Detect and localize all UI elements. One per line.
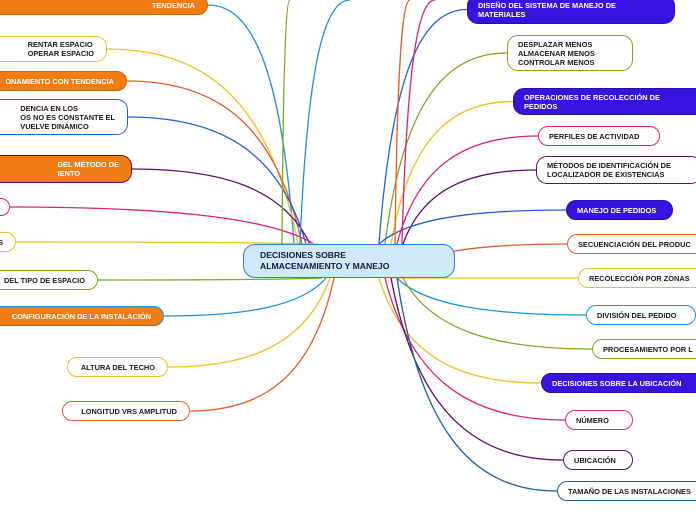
topic-node-altura-del-techo[interactable]: ALTURA DEL TECHO	[67, 357, 168, 377]
connector-top-0	[281, 0, 291, 245]
connector-right-9	[402, 277, 593, 350]
connector-left-6	[15, 241, 319, 245]
connector-left-7	[97, 277, 323, 281]
topic-node-dencia-en-los-os-no-es-constante-el-vuel[interactable]: DENCIA EN LOS OS NO ES CONSTANTE EL VUEL…	[0, 99, 128, 135]
connector-right-1	[384, 52, 508, 245]
topic-node-division-del-pedido[interactable]: DIVISIÓN DEL PEDIDO	[586, 305, 696, 325]
topic-node-ubicacion[interactable]: UBICACIÓN	[563, 450, 633, 470]
topic-node-diseno-del-sistema-de-manejo-de-material[interactable]: DISEÑO DEL SISTEMA DE MANEJO DE MATERIAL…	[467, 0, 675, 24]
topic-label: CONFIGURACIÓN DE LA INSTALACIÓN	[11, 311, 151, 321]
topic-label: DEL MÉTODO DE IENTO	[57, 160, 119, 178]
connector-left-9	[167, 277, 331, 368]
connector-right-4	[402, 169, 537, 245]
topic-label: ALTURA DEL TECHO	[80, 362, 155, 372]
topic-node-metodos-de-identificacion-de-localizador[interactable]: MÉTODOS DE IDENTIFICACIÓN DE LOCALIZADOR…	[536, 156, 696, 184]
topic-node-secuenciacion-del-produc[interactable]: SECUENCIACIÓN DEL PRODUC	[567, 234, 696, 254]
topic-node-operaciones-de-recoleccion-de-pedidos[interactable]: OPERACIONES DE RECOLECCIÓN DE PEDIDOS	[513, 88, 696, 115]
topic-node-configuracion-de-la-instalacion[interactable]: CONFIGURACIÓN DE LA INSTALACIÓN	[0, 306, 164, 326]
topic-label: DECISIONES SOBRE LA UBICACIÓN	[552, 378, 682, 388]
connector-right-11	[384, 277, 566, 421]
topic-node-del-tipo-de-espacio[interactable]: DEL TIPO DE ESPACIO	[0, 270, 98, 290]
topic-node-decisiones-sobre-la-ubicacion[interactable]: DECISIONES SOBRE LA UBICACIÓN	[541, 373, 696, 393]
connector-right-5	[378, 209, 567, 245]
topic-label: DENCIA EN LOS OS NO ES CONSTANTE EL VUEL…	[20, 103, 115, 131]
topic-label: MÉTODOS DE IDENTIFICACIÓN DE LOCALIZADOR…	[547, 161, 671, 179]
topic-node-desplazar-menos-almacenar-menos-controla[interactable]: DESPLAZAR MENOS ALMACENAR MENOS CONTROLA…	[507, 35, 633, 71]
topic-label: PERFILES DE ACTIVIDAD	[549, 131, 640, 141]
central-topic[interactable]: DECISIONES SOBRE ALMACENAMIENTO Y MANEJO	[243, 244, 455, 278]
topic-label: MANEJO DE PEDIDOS	[577, 205, 657, 215]
connector-right-3	[396, 135, 539, 245]
connector-left-8	[163, 277, 327, 317]
topic-node-procesamiento-por-l[interactable]: PROCESAMIENTO POR L	[592, 339, 696, 359]
connector-left-0	[207, 4, 295, 245]
topic-label: DESPLAZAR MENOS ALMACENAR MENOS CONTROLA…	[518, 39, 595, 67]
topic-label: RENTAR ESPACIO OPERAR ESPACIO	[27, 40, 94, 58]
topic-label: UBICACIÓN	[574, 455, 616, 465]
topic-label: PROCESAMIENTO POR L	[603, 344, 693, 354]
connector-top-3	[299, 0, 351, 245]
topic-node-onamiento-con-tendencia[interactable]: ONAMIENTO CON TENDENCIA	[0, 71, 127, 91]
connector-top-2	[401, 0, 436, 245]
topic-label: DEL TIPO DE ESPACIO	[3, 275, 85, 285]
topic-node-tamano-de-las-instalaciones[interactable]: TAMAÑO DE LAS INSTALACIONES	[557, 481, 696, 501]
topic-label: DIVISIÓN DEL PEDIDO	[597, 310, 677, 320]
topic-label: DISEÑO DEL SISTEMA DE MANEJO DE MATERIAL…	[478, 0, 616, 19]
topic-node-s[interactable]: S	[0, 232, 16, 252]
topic-label: S	[0, 238, 3, 247]
topic-label: TAMAÑO DE LAS INSTALACIONES	[568, 486, 691, 496]
topic-label: TENDENCIA	[151, 0, 195, 10]
connector-left-5	[5, 206, 315, 245]
topic-label: LONGITUD VRS AMPLITUD	[81, 406, 177, 416]
connector-right-10	[378, 277, 542, 384]
central-topic-label: DECISIONES SOBRE ALMACENAMIENTO Y MANEJO	[260, 250, 390, 271]
topic-label: RECOLECCIÓN POR ZONAS	[589, 273, 690, 283]
connector-left-3	[127, 116, 307, 245]
topic-node-rentar-espacio-operar-espacio[interactable]: RENTAR ESPACIO OPERAR ESPACIO	[0, 36, 107, 62]
topic-node-numero[interactable]: NÚMERO	[565, 410, 633, 430]
topic-label: ONAMIENTO CON TENDENCIA	[5, 76, 114, 86]
topic-label: NÚMERO	[576, 415, 609, 425]
topic-node-del-metodo-de-iento[interactable]: DEL MÉTODO DE IENTO	[0, 155, 132, 183]
topic-node-perfiles-de-actividad[interactable]: PERFILES DE ACTIVIDAD	[538, 126, 660, 146]
topic-node-manejo-de-pedidos[interactable]: MANEJO DE PEDIDOS	[566, 200, 673, 220]
topic-node-tendencia[interactable]: TENDENCIA	[0, 0, 208, 15]
connector-right-12	[390, 277, 564, 461]
connector-left-10	[189, 277, 335, 412]
connector-right-0	[378, 8, 468, 245]
topic-label: SECUENCIACIÓN DEL PRODUC	[578, 239, 691, 249]
topic-label: OPERACIONES DE RECOLECCIÓN DE PEDIDOS	[524, 92, 660, 111]
topic-node-recoleccion-por-zonas[interactable]: RECOLECCIÓN POR ZONAS	[578, 268, 696, 288]
connector-right-2	[390, 100, 514, 245]
connector-right-8	[396, 277, 587, 316]
connector-left-4	[131, 168, 311, 245]
topic-node-longitud-vrs-amplitud[interactable]: LONGITUD VRS AMPLITUD	[62, 401, 190, 421]
connector-top-1	[394, 0, 411, 245]
connector-right-13	[396, 277, 558, 492]
